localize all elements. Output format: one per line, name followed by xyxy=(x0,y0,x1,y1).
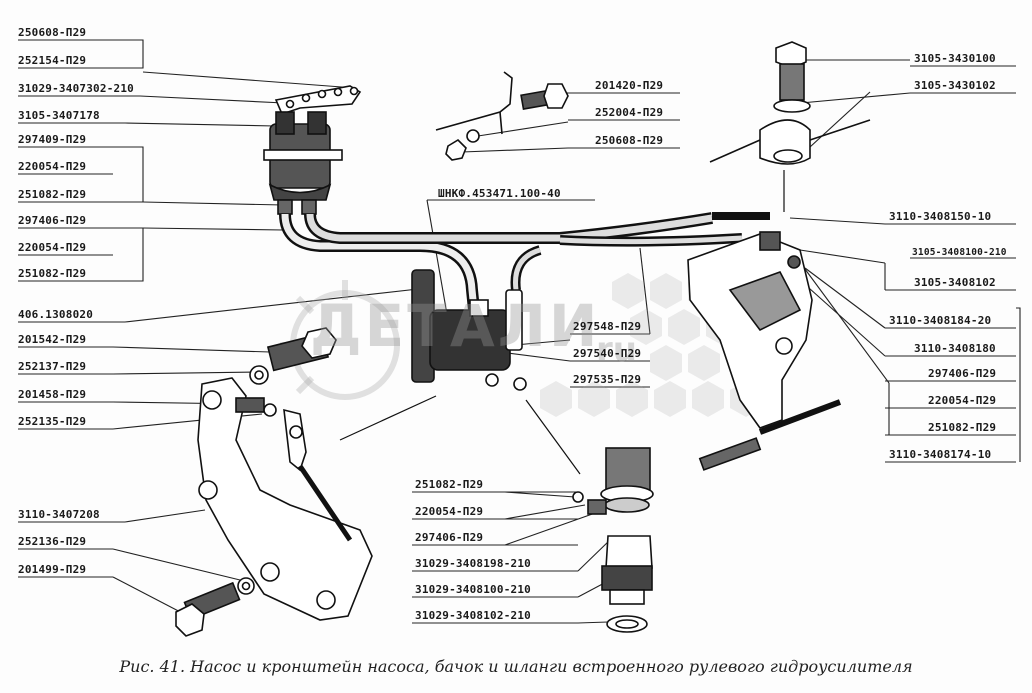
watermark-text: ДЕТАЛИ xyxy=(310,292,601,360)
part-label: 297406-П29 xyxy=(18,214,87,227)
part-label: 201420-П29 xyxy=(595,79,664,92)
return-line-fittings xyxy=(572,447,654,633)
part-label: 3110-3408180 xyxy=(914,342,996,355)
part-label: 250608-П29 xyxy=(18,26,87,39)
pump-bracket xyxy=(175,327,373,637)
label-underlines-left xyxy=(18,39,140,578)
part-label: 31029-3408198-210 xyxy=(415,557,531,570)
reservoir-tank xyxy=(263,85,362,215)
part-label: 3105-3408102 xyxy=(914,276,996,289)
part-label: 220054-П29 xyxy=(415,505,484,518)
part-label: 252136-П29 xyxy=(18,535,87,548)
part-label: 251082-П29 xyxy=(928,421,997,434)
part-label: 201542-П29 xyxy=(18,333,87,346)
bolt-nut-top xyxy=(435,71,569,161)
part-label: 297548-П29 xyxy=(573,320,642,333)
part-label: 252135-П29 xyxy=(18,415,87,428)
bracket-lines-left xyxy=(112,39,428,617)
part-label: 220054-П29 xyxy=(928,394,997,407)
label-underlines-right xyxy=(789,59,1021,463)
figure-caption: Рис. 41. Насос и кронштейн насоса, бачок… xyxy=(119,657,913,676)
part-label: 220054-П29 xyxy=(18,241,87,254)
part-label: 3110-3407208 xyxy=(18,508,100,521)
part-label: 220054-П29 xyxy=(18,160,87,173)
part-label: 251082-П29 xyxy=(18,188,87,201)
part-label: 297406-П29 xyxy=(415,531,484,544)
part-label: 3110-3408150-10 xyxy=(889,210,992,223)
part-label: 3105-3430102 xyxy=(914,79,996,92)
watermark-suffix: ru xyxy=(596,330,637,370)
hose-lines xyxy=(279,212,770,311)
part-label: 252004-П29 xyxy=(595,106,664,119)
part-label: 297535-П29 xyxy=(573,373,642,386)
part-label: 3110-3408184-20 xyxy=(889,314,992,327)
part-label: 31029-3407302-210 xyxy=(18,82,134,95)
part-label: 3110-3408174-10 xyxy=(889,448,992,461)
part-label: 31029-3408100-210 xyxy=(415,583,531,596)
part-label: 31029-3408102-210 xyxy=(415,609,531,622)
part-label: 297406-П29 xyxy=(928,367,997,380)
part-label: 252137-П29 xyxy=(18,360,87,373)
part-label: 406.1308020 xyxy=(18,308,94,321)
part-label: 3105-3407178 xyxy=(18,109,100,122)
part-label: 3105-3408100-210 xyxy=(912,247,1007,258)
leader-lines-extra xyxy=(339,170,785,475)
part-label: 3105-3430100 xyxy=(914,52,996,65)
label-underlines-center xyxy=(412,92,680,624)
part-label: 252154-П29 xyxy=(18,54,87,67)
part-label: ШНКФ.453471.100-40 xyxy=(438,187,561,200)
power-steering-pump xyxy=(411,269,527,391)
part-label: 251082-П29 xyxy=(18,267,87,280)
banjo-fitting xyxy=(709,41,871,165)
part-label: 250608-П29 xyxy=(595,134,664,147)
part-label: 201458-П29 xyxy=(18,388,87,401)
part-label: 201499-П29 xyxy=(18,563,87,576)
part-label: 251082-П29 xyxy=(415,478,484,491)
steering-gear xyxy=(687,231,842,471)
part-label: 297540-П29 xyxy=(573,347,642,360)
part-label: 297409-П29 xyxy=(18,133,87,146)
